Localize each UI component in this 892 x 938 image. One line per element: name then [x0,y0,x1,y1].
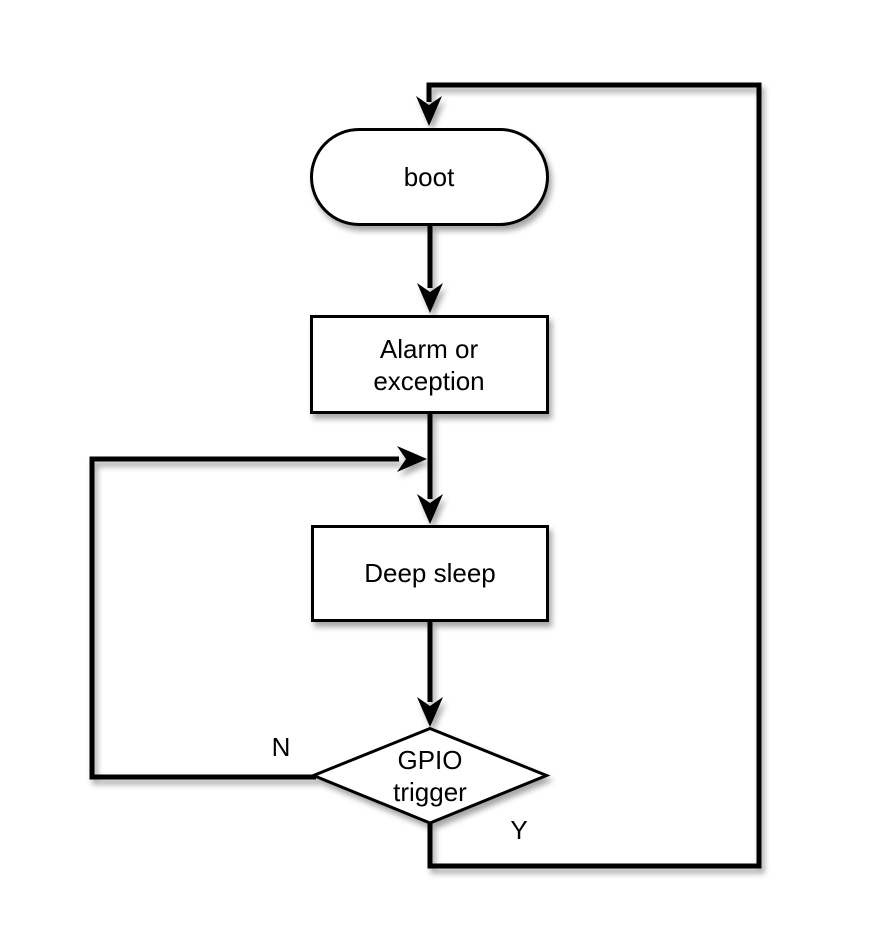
arrowhead-into-boot [416,96,442,126]
gpio-node-label: GPIO trigger [393,745,467,807]
branch-label-yes: Y [510,815,528,845]
boot-node-shape [310,128,549,226]
alarm-node-label: Alarm or exception [373,334,485,396]
edge-no-loop [89,456,399,780]
alarm-node-shape [310,315,549,414]
arrowhead-into-gpio [417,697,443,727]
deepsleep-node-shape [311,525,549,622]
gpio-node-shape [309,726,551,825]
arrowhead-into-alarm [417,283,443,313]
edge-yes-loop [426,82,762,869]
arrowhead-into-deepsleep [417,494,443,524]
arrowhead-merge-point [397,446,427,472]
branch-label-no: N [271,732,291,762]
deepsleep-node-label: Deep sleep [364,558,496,588]
boot-node-label: boot [403,162,455,192]
